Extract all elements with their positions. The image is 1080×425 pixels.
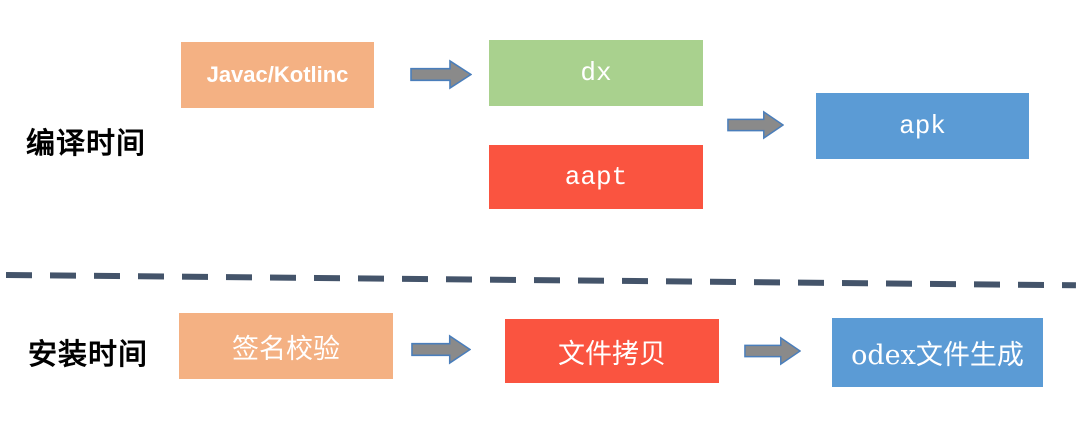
row-label-compile-time: 编译时间	[26, 126, 147, 160]
box-javac-kotlinc-label: Javac/Kotlinc	[206, 62, 349, 87]
box-apk-label: apk	[899, 111, 946, 141]
box-javac-kotlinc: Javac/Kotlinc	[181, 42, 374, 108]
box-aapt: aapt	[489, 145, 703, 209]
box-dx: dx	[489, 40, 703, 106]
box-apk: apk	[816, 93, 1029, 159]
box-aapt-label: aapt	[564, 162, 628, 192]
dashed-divider	[5, 272, 1076, 289]
arrow-right-icon	[727, 110, 784, 140]
box-signature-verification-label: 签名校验	[232, 333, 340, 365]
box-odex-file-generation: odex文件生成	[832, 318, 1043, 387]
box-dx-label: dx	[580, 58, 612, 88]
arrow-right-icon	[411, 334, 471, 365]
arrow-right-icon	[744, 336, 801, 366]
arrow-right-icon	[410, 59, 472, 90]
box-file-copy: 文件拷贝	[505, 319, 719, 383]
box-signature-verification: 签名校验	[179, 313, 393, 379]
box-file-copy-label: 文件拷贝	[558, 338, 666, 370]
row-label-install-time: 安装时间	[28, 337, 149, 371]
box-odex-file-generation-label: odex文件生成	[851, 340, 1024, 371]
